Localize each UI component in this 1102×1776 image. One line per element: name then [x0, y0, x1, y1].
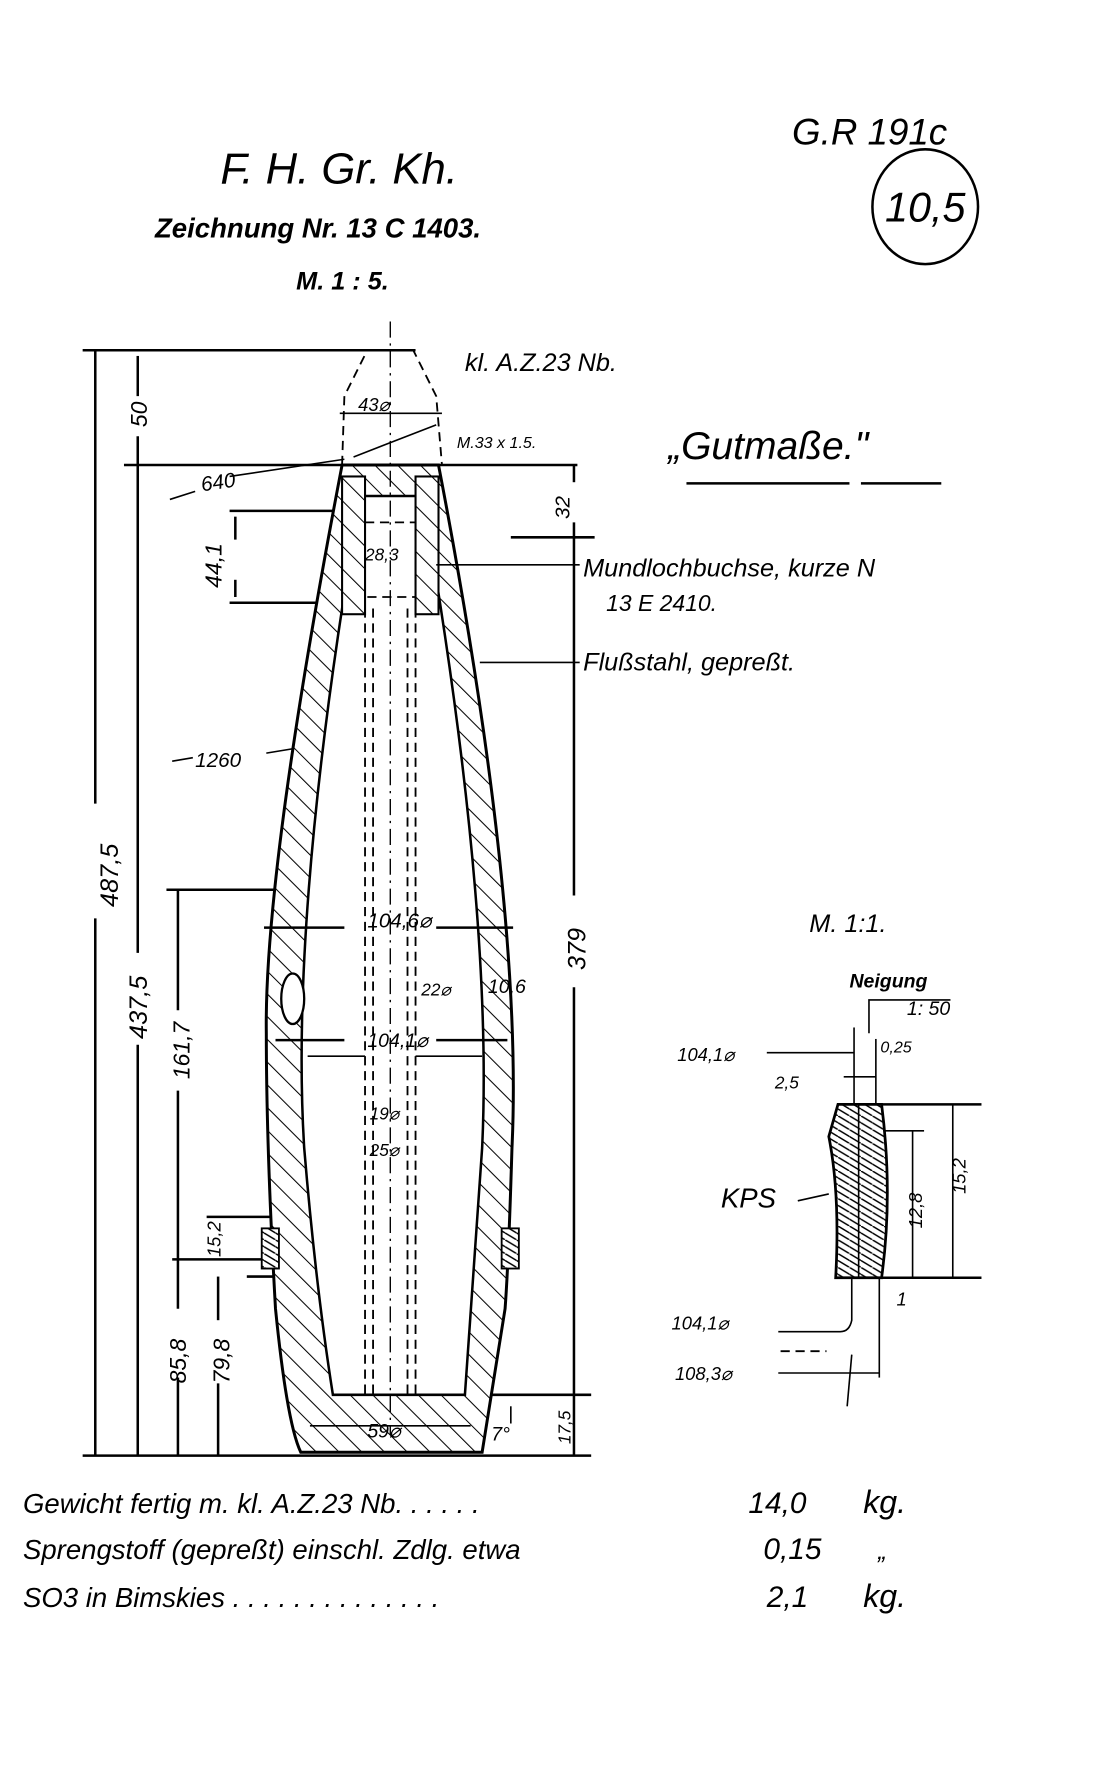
material-note: Flußstahl, gepreßt. — [583, 648, 795, 676]
reference-code: G.R 191c — [792, 112, 947, 153]
fuze-socket-note: Mundlochbuchse, kurze N — [583, 554, 876, 582]
detail-inner-width: 12,8 — [905, 1192, 926, 1229]
dim-bourrelet-dia: 104,6⌀ — [367, 910, 434, 933]
explosive-label: Sprengstoff (gepreßt) einschl. Zdlg. etw… — [23, 1534, 521, 1565]
explosive-unit: „ — [877, 1537, 886, 1565]
caliber-circle — [871, 148, 980, 266]
dim-fuze-dia: 43⌀ — [358, 394, 391, 415]
dim-cavity-depth: 379 — [563, 928, 591, 970]
dim-base-angle: 7° — [491, 1424, 510, 1446]
detail-dia-bottom: 104,1⌀ — [672, 1312, 731, 1333]
detail-scale: M. 1:1. — [809, 910, 886, 938]
dim-bourrelet-length: 161,7 — [168, 1020, 194, 1079]
dim-socket-dia: 28,3 — [364, 544, 399, 564]
dim-band-width: 15,2 — [203, 1221, 224, 1257]
smoke-value: 2,1 — [766, 1581, 808, 1614]
dim-radius-1260: 1260 — [195, 749, 241, 772]
fuze-socket-number: 13 E 2410. — [606, 590, 717, 616]
dim-total-length: 487,5 — [96, 843, 124, 907]
fuze-note: kl. A.Z.23 Nb. — [465, 349, 617, 377]
detail-depth: 2,5 — [774, 1072, 799, 1092]
dim-base-dia: 59⌀ — [367, 1420, 403, 1442]
dim-base-thickness: 17,5 — [555, 1410, 575, 1444]
detail-dia-top: 104,1⌀ — [677, 1044, 736, 1065]
weight-unit: kg. — [863, 1484, 906, 1520]
weight-label: Gewicht fertig m. kl. A.Z.23 Nb. . . . .… — [23, 1488, 480, 1519]
detail-offset: 0,25 — [880, 1039, 911, 1057]
detail-band-dia: 108,3⌀ — [675, 1363, 734, 1384]
drawing-scale: M. 1 : 5. — [296, 267, 389, 295]
dim-radius-640: 640 — [200, 469, 238, 497]
explosive-value: 0,15 — [763, 1533, 821, 1566]
good-dimensions-note: „Gutmaße." — [666, 425, 870, 468]
driving-band-detail: M. 1:1. Neigung 1: 50 104,1⌀ 0,25 2,5 12… — [672, 910, 982, 1407]
shell-body — [260, 321, 520, 1454]
dim-band-pos: 85,8 — [165, 1338, 191, 1383]
dim-band-to-base: 79,8 — [209, 1338, 235, 1383]
detail-step: 1 — [897, 1288, 907, 1309]
dimension-lines — [82, 348, 595, 1457]
dim-fuze-height: 50 — [126, 401, 152, 427]
smoke-unit: kg. — [863, 1578, 906, 1614]
detail-outer-width: 15,2 — [948, 1158, 969, 1194]
dim-body-length: 437,5 — [125, 975, 153, 1039]
caliber-value: 10,5 — [885, 185, 966, 231]
dim-body-dia: 104,1⌀ — [367, 1030, 430, 1052]
dim-top-offset: 32 — [551, 495, 574, 518]
leader-lines — [436, 564, 580, 664]
dim-hole-dia: 22⌀ — [420, 979, 452, 999]
thread-note: M.33 x 1.5. — [457, 434, 536, 452]
dim-socket-depth: 44,1 — [201, 543, 227, 588]
weight-value: 14,0 — [748, 1487, 806, 1520]
dim-hole-pos: 10,6 — [488, 976, 526, 998]
drawing-title: F. H. Gr. Kh. — [220, 146, 458, 194]
detail-slope-value: 1: 50 — [907, 998, 951, 1020]
drawing-number: Zeichnung Nr. 13 C 1403. — [154, 213, 481, 244]
detail-material: KPS — [721, 1183, 777, 1214]
dim-tube-outer: 25⌀ — [369, 1140, 401, 1160]
dim-tube-inner: 19⌀ — [370, 1103, 401, 1123]
detail-slope-label: Neigung — [849, 970, 927, 992]
weights-table: Gewicht fertig m. kl. A.Z.23 Nb. . . . .… — [23, 1484, 906, 1614]
smoke-label: SO3 in Bimskies . . . . . . . . . . . . … — [23, 1582, 439, 1613]
dimension-labels: 487,5 50 437,5 44,1 640 1260 43⌀ 28,3 32… — [96, 394, 591, 1446]
